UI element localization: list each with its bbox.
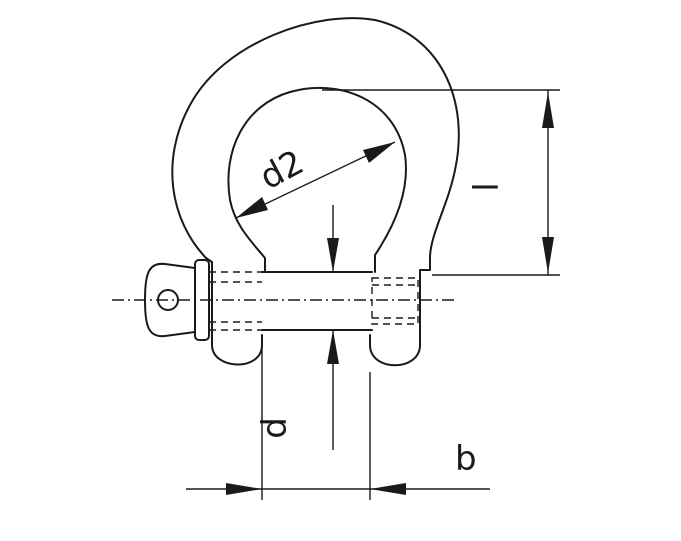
label-d2: d2 [253,142,310,198]
shackle-bow-outline [171,17,460,271]
pin-thread-box [371,277,419,325]
b-arrow-left [226,483,262,495]
shackle-right-eye [369,269,431,367]
d2-arrow-upper [363,142,395,163]
label-d: d [255,417,295,439]
l-arrow-top [542,92,554,128]
d-arrow-bottom [327,330,339,364]
label-b: b [455,439,477,479]
label-l: l [467,182,507,191]
d-arrow-top [327,238,339,272]
l-arrow-bottom [542,237,554,273]
shackle-bow-inner [227,87,407,273]
shackle-left-eye-top [205,257,213,263]
d2-arrow-lower [236,197,268,218]
shackle-left-eye [211,261,263,366]
b-arrow-right [370,483,406,495]
